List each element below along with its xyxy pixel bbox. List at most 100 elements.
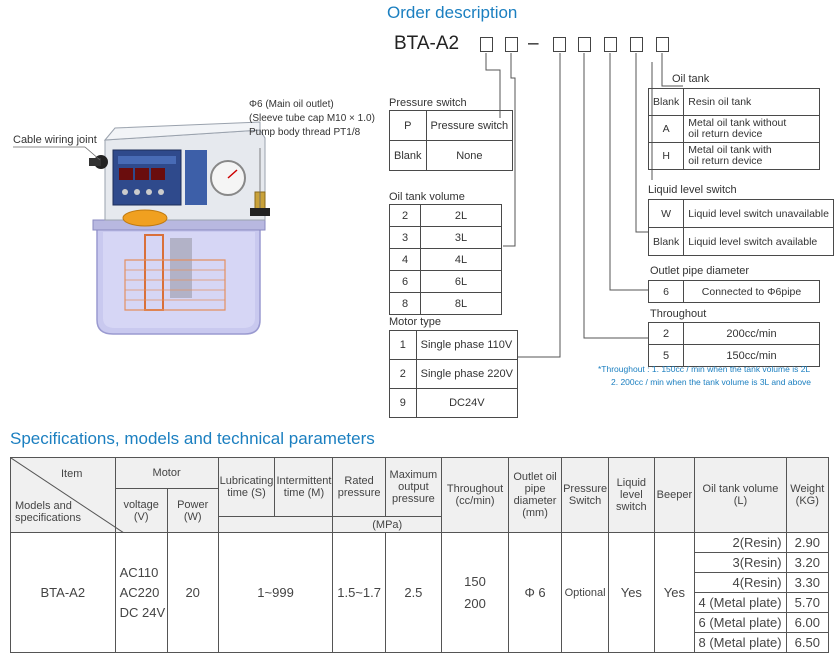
tank-vol-cell: 3(Resin) — [694, 552, 787, 573]
option-desc: None — [425, 140, 514, 171]
lubrication-pump-illustration — [89, 121, 270, 335]
option-code: 2 — [389, 359, 417, 389]
option-code: Blank — [647, 227, 685, 256]
table-row: P Pressure switch — [389, 110, 514, 141]
item-header-cell: Item Models and specifications — [10, 457, 124, 533]
option-code: 4 — [389, 248, 421, 271]
code-dash: – — [528, 33, 539, 54]
table-row: 6 (Metal plate) 6.00 — [11, 612, 830, 633]
outlet-label-3: Pump body thread PT1/8 — [249, 127, 361, 138]
option-desc: Liquid level switch available — [683, 227, 834, 256]
option-code: 1 — [389, 330, 417, 360]
models-label: Models and specifications — [15, 500, 82, 524]
outlet-label-2: (Sleeve tube cap M10 × 1.0) — [249, 113, 375, 124]
option-desc: Pressure switch — [425, 110, 514, 141]
option-code: 8 — [389, 292, 421, 315]
option-desc: 150cc/min — [683, 344, 820, 367]
code-box-7 — [656, 37, 669, 52]
option-code: W — [647, 199, 685, 228]
outlet-cell: Φ 6 — [508, 532, 563, 653]
throughout-note-2: 2. 200cc / min when the tank volume is 3… — [611, 377, 812, 387]
throughout-header: Throughout (cc/min) — [441, 457, 510, 533]
outlet-header: Outlet oil pipe diameter (mm) — [508, 457, 563, 533]
weight-cell: 6.50 — [785, 632, 830, 653]
pressure-switch-title: Pressure switch — [389, 97, 467, 109]
specs-title: Specifications, models and technical par… — [10, 429, 375, 448]
table-row: Blank None — [389, 140, 514, 171]
option-code: 6 — [648, 280, 684, 303]
rated-header: Rated pressure — [332, 457, 386, 517]
max-out-header: Maximum output pressure — [384, 457, 443, 517]
diagonal-divider — [11, 458, 124, 533]
option-desc: 6L — [420, 270, 502, 293]
desc-line: oil return device — [688, 128, 763, 140]
table-row: BTA-A2 AC110 AC220 DC 24V 20 1~999 1.5~1… — [10, 532, 830, 653]
weight-cell: 5.70 — [785, 592, 830, 613]
option-code: 6 — [389, 270, 421, 293]
option-desc: 3L — [420, 226, 502, 249]
voltage-cell: AC110 AC220 DC 24V — [114, 532, 168, 653]
mpa-header: (MPa) — [332, 516, 443, 533]
int-time-header: Intermittent time (M) — [274, 457, 334, 517]
table-row: 4 (Metal plate) 5.70 — [11, 592, 830, 613]
option-code: 3 — [389, 226, 421, 249]
weight-cell: 3.30 — [785, 572, 830, 593]
cable-wiring-label: Cable wiring joint — [13, 134, 97, 146]
product-image — [85, 120, 275, 350]
tank-vol-cell: 6 (Metal plate) — [694, 612, 787, 633]
option-code: H — [647, 142, 685, 170]
option-code: 2 — [648, 322, 684, 345]
option-desc: 4L — [420, 248, 502, 271]
option-desc: 200cc/min — [683, 322, 820, 345]
option-code: P — [389, 110, 427, 141]
throughout-note-1: *Throughout : 1. 150cc / min when the ta… — [598, 364, 811, 374]
option-desc: Connected to Φ6pipe — [683, 280, 820, 303]
item-label: Item — [61, 468, 83, 480]
option-desc: Resin oil tank — [683, 88, 820, 116]
option-code: Blank — [389, 140, 427, 171]
option-desc: Liquid level switch unavailable — [683, 199, 834, 228]
code-box-2 — [505, 37, 518, 52]
specs-table: Item Models and specifications Motor Lub… — [10, 457, 830, 653]
voltage-value: AC110 — [119, 564, 159, 580]
outlet-pipe-title: Outlet pipe diameter — [650, 265, 750, 277]
lswitch-cell: Yes — [608, 532, 655, 653]
oil-tank-volume-title: Oil tank volume — [389, 191, 465, 203]
throughout-value: 150 — [464, 573, 486, 589]
option-desc: DC24V — [415, 388, 519, 418]
option-code: 9 — [389, 388, 417, 418]
option-code: 2 — [389, 204, 421, 227]
voltage-value: DC 24V — [119, 604, 166, 620]
motor-type-title: Motor type — [389, 316, 441, 328]
option-desc: 2L — [420, 204, 502, 227]
tank-vol-header: Oil tank volume (L) — [694, 457, 787, 533]
time-cell: 1~999 — [217, 532, 334, 653]
throughout-cell: 150 200 — [441, 532, 510, 653]
table-header-row: (MPa) — [11, 516, 829, 533]
order-code: BTA-A2 — [394, 33, 460, 54]
code-box-1 — [480, 37, 493, 52]
code-box-3 — [553, 37, 566, 52]
oil-tank-title: Oil tank — [672, 73, 710, 85]
weight-header: Weight (KG) — [785, 457, 830, 533]
option-code: A — [647, 115, 685, 143]
desc-line: Metal oil tank without — [688, 117, 787, 129]
time-blank-header — [217, 516, 334, 533]
max-out-cell: 2.5 — [384, 532, 443, 653]
pressure-switch-table: P Pressure switch Blank None — [389, 110, 514, 171]
order-description-title: Order description — [387, 3, 518, 22]
table-row: 8 (Metal plate) 6.50 — [11, 632, 830, 653]
